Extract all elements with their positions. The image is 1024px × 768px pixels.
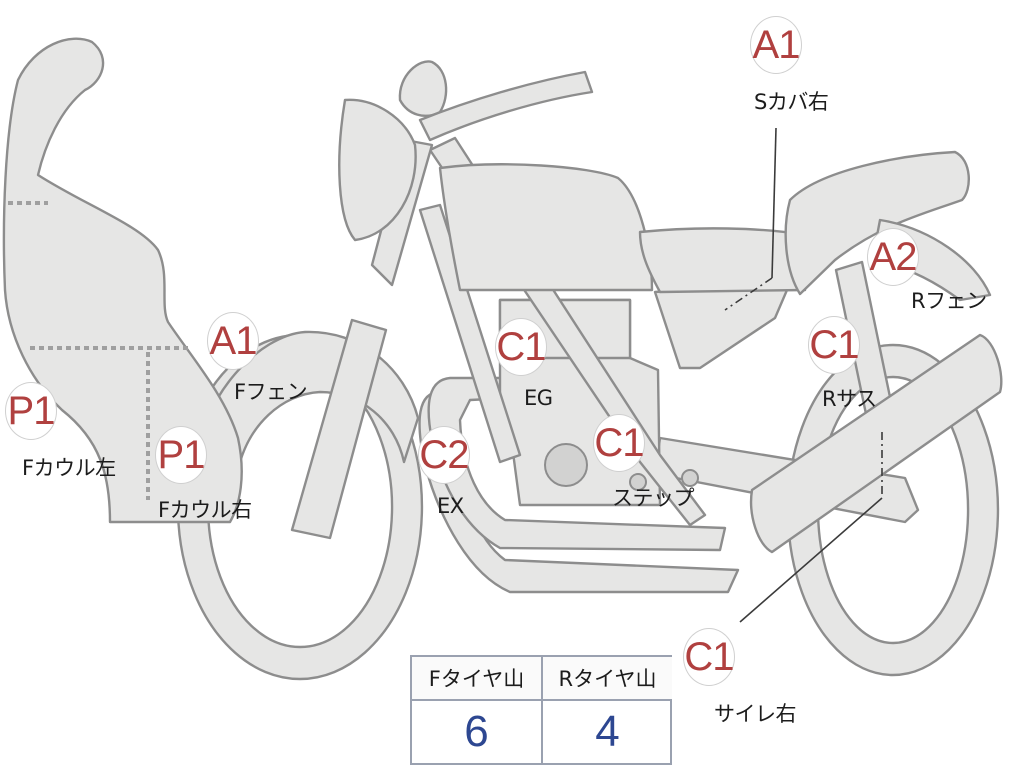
engine-badge: C1 [495, 318, 547, 376]
rear-fender-code: A2 [869, 234, 918, 279]
front-cowl-right-badge: P1 [155, 426, 207, 484]
s-cover-right-badge: A1 [750, 16, 802, 74]
front-cowl-shape [2, 37, 243, 524]
silencer-leader [739, 497, 883, 623]
engine-label: EG [524, 386, 553, 410]
silencer-right-code: C1 [684, 634, 734, 679]
exhaust-badge: C2 [418, 426, 470, 484]
headlight-shape [338, 98, 417, 242]
silencer-right-badge: C1 [683, 628, 735, 686]
rear-tire-header: Rタイヤ山 [543, 657, 672, 701]
front-fender-badge: A1 [207, 312, 259, 370]
side-cover-shape [653, 281, 792, 370]
s-cover-right-code: A1 [752, 22, 801, 67]
meter-shape [398, 60, 448, 117]
silencer-shape [749, 333, 1003, 554]
table-column-divider [541, 657, 543, 763]
front-cowl-right-code: P1 [157, 432, 206, 477]
front-cowl-left-label: Fカウル左 [22, 456, 116, 480]
rear-suspension-code: C1 [809, 322, 859, 367]
exhaust-code: C2 [419, 432, 469, 477]
rear-suspension-badge: C1 [808, 316, 860, 374]
fuel-tank-shape [438, 163, 654, 292]
exhaust-label: EX [437, 494, 464, 518]
tail-cowl-shape [784, 150, 970, 296]
step-code: C1 [594, 420, 644, 465]
front-fender-code: A1 [209, 318, 258, 363]
front-fender-label: Fフェン [234, 380, 308, 404]
s-cover-leader [771, 127, 777, 279]
s-cover-right-label: Sカバ右 [754, 90, 829, 114]
rear-fender-badge: A2 [867, 228, 919, 286]
tire-tread-table: Fタイヤ山 Rタイヤ山 6 4 [410, 655, 672, 765]
seat-shape [638, 227, 807, 294]
rear-fender-label: Rフェン [911, 289, 987, 313]
front-tire-header: Fタイヤ山 [412, 657, 541, 701]
front-cowl-left-code: P1 [7, 388, 56, 433]
step-label: ステップ [612, 486, 695, 510]
front-cowl-right-label: Fカウル右 [158, 498, 252, 522]
handlebar-shape [418, 70, 594, 142]
rear-tire-value: 4 [595, 707, 620, 756]
engine-code: C1 [496, 324, 546, 369]
silencer-right-label: サイレ右 [714, 702, 797, 726]
front-tire-value: 6 [464, 707, 489, 756]
rear-suspension-label: Rサス [822, 387, 877, 411]
front-cowl-left-badge: P1 [5, 382, 57, 440]
front-fork-upper [290, 318, 388, 540]
step-badge: C1 [593, 414, 645, 472]
frame-down-tube [418, 203, 522, 464]
